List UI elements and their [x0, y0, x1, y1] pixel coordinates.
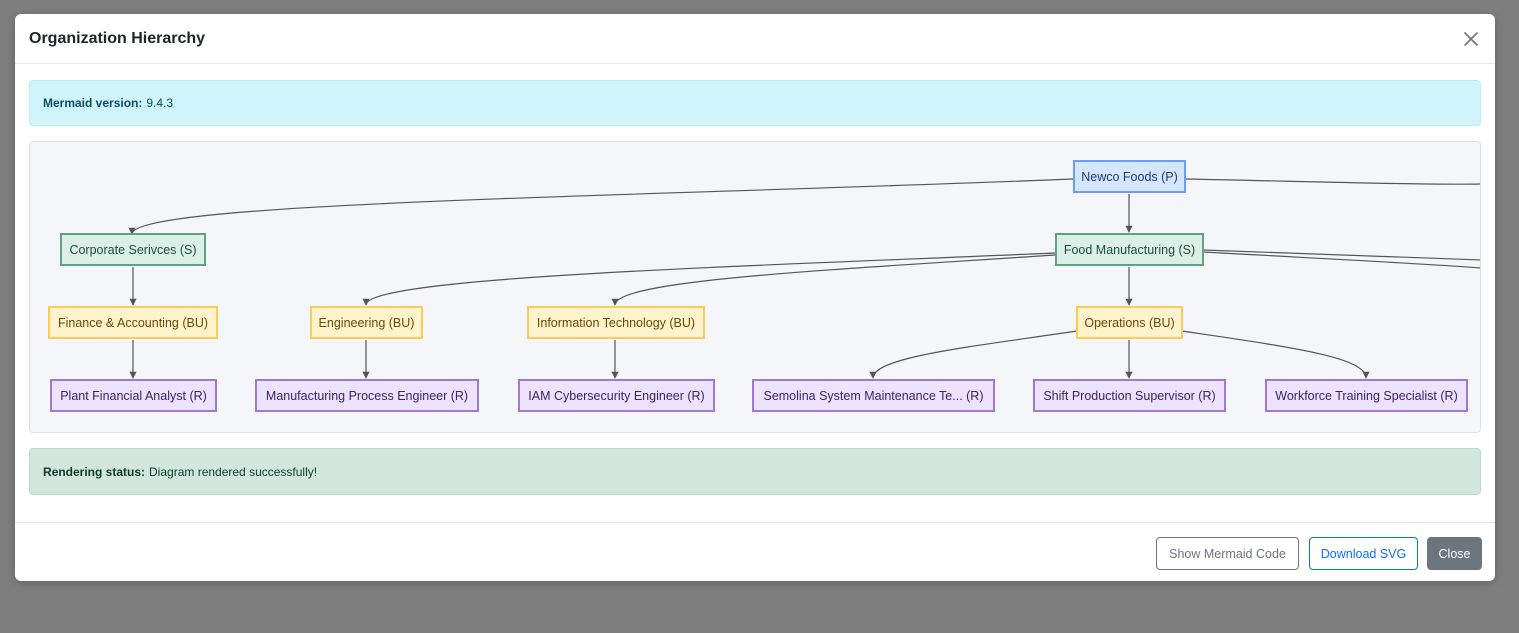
organization-hierarchy-modal: Organization Hierarchy Mermaid version: … — [15, 14, 1495, 581]
node-shift-production-supervisor[interactable]: Shift Production Supervisor (R) — [1033, 379, 1226, 412]
org-chart-diagram: Newco Foods (P) Corporate Serivces (S) F… — [29, 141, 1481, 433]
show-mermaid-code-button[interactable]: Show Mermaid Code — [1156, 537, 1299, 570]
rendering-status-alert: Rendering status: Diagram rendered succe… — [29, 448, 1481, 495]
modal-title: Organization Hierarchy — [29, 29, 206, 47]
rendering-status-label: Rendering status: — [43, 464, 146, 479]
node-food-manufacturing[interactable]: Food Manufacturing (S) — [1055, 233, 1204, 266]
node-information-technology[interactable]: Information Technology (BU) — [527, 306, 705, 339]
node-semolina-system-maintenance[interactable]: Semolina System Maintenance Te... (R) — [752, 379, 995, 412]
edge-food-it — [611, 254, 1056, 306]
edge-newco-corporate — [128, 178, 1074, 235]
modal-header: Organization Hierarchy — [15, 14, 1495, 64]
node-plant-financial-analyst[interactable]: Plant Financial Analyst (R) — [50, 379, 217, 412]
node-operations[interactable]: Operations (BU) — [1076, 306, 1183, 339]
node-newco-foods[interactable]: Newco Foods (P) — [1073, 160, 1186, 193]
edge-newco-right — [1185, 178, 1480, 185]
edge-operations-semolina — [869, 330, 1078, 379]
node-manufacturing-process-engineer[interactable]: Manufacturing Process Engineer (R) — [255, 379, 479, 412]
edge-food-right-1 — [1202, 249, 1480, 261]
edge-food-engineering — [362, 252, 1056, 306]
close-button[interactable]: Close — [1427, 537, 1482, 570]
edge-operations-training — [1181, 330, 1370, 379]
node-iam-cybersecurity-engineer[interactable]: IAM Cybersecurity Engineer (R) — [518, 379, 715, 412]
edge-food-right-2 — [1202, 251, 1480, 269]
node-engineering[interactable]: Engineering (BU) — [310, 306, 423, 339]
node-workforce-training-specialist[interactable]: Workforce Training Specialist (R) — [1265, 379, 1468, 412]
mermaid-version-label: Mermaid version: — [43, 96, 143, 110]
node-corporate-services[interactable]: Corporate Serivces (S) — [60, 233, 206, 266]
node-finance-accounting[interactable]: Finance & Accounting (BU) — [48, 306, 218, 339]
mermaid-version-alert: Mermaid version: 9.4.3 — [29, 80, 1481, 126]
download-svg-button[interactable]: Download SVG — [1309, 537, 1418, 570]
rendering-status-value: Diagram rendered successfully! — [149, 464, 318, 479]
modal-footer: Show Mermaid Code Download SVG Close — [15, 522, 1495, 581]
diagram-edges — [128, 178, 1480, 379]
mermaid-version-value: 9.4.3 — [146, 96, 174, 110]
close-icon[interactable] — [1460, 28, 1482, 50]
